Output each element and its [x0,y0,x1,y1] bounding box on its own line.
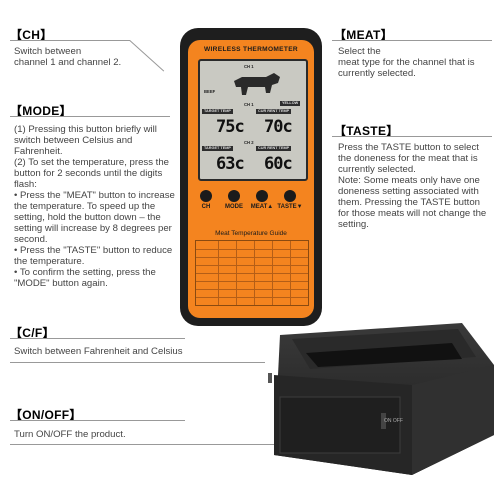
lcd-yellow: YELLOW [280,101,301,106]
thermometer-receiver: WIRELESS THERMOMETER CH 1 BEEF CH 1 YELL… [180,28,322,326]
ch-desc: Switch between channel 1 and channel 2. [14,46,121,68]
cf-leader [10,338,185,339]
ch-button[interactable] [200,190,212,202]
meat-title: 【MEAT】 [334,28,393,42]
cf-title: 【C/F】 [10,326,55,340]
onoff-desc-line: Turn ON/OFF the product. [14,429,126,440]
taste-desc-line: setting. [338,219,369,230]
lcd-ch2: CH 2 [244,140,254,145]
guide-col-line [218,241,219,305]
guide-title: Meat Temperature Guide [215,230,287,237]
lcd-target1: TARGET TEMP [202,109,233,114]
ch-leader [10,40,130,41]
onoff-desc: Turn ON/OFF the product. [14,429,126,440]
mode-desc-line: • Press the "TASTE" button to reduce [14,245,173,256]
onoff-leader [10,420,185,421]
taste-desc-line: Note: Some meats only have one [338,175,480,186]
lcd-current2: CUR RENT TEMP [256,146,292,151]
mode-desc-line: (1) Pressing this button briefly will [14,124,157,135]
mode-desc-line: the temperature. [14,256,85,267]
ch-title: 【CH】 [10,28,53,42]
cf-switch[interactable] [268,373,272,383]
ch-desc-line: Switch between [14,46,82,57]
ch-leader-diag [129,40,165,72]
lcd-screen: CH 1 BEEF CH 1 YELLOW TARGET TEMP CUR RE… [198,59,308,181]
guide-col-line [254,241,255,305]
ch-button-label: CH [201,204,211,210]
mode-leader [10,116,170,117]
meat-temperature-guide-table [195,240,309,306]
cow-icon [234,73,280,95]
mode-desc-line: Fahrenheit. [14,146,63,157]
taste-desc-line: them. Pressing the TASTE button [338,197,481,208]
transmitter-base-unit [268,323,494,475]
cf-leader-2 [10,362,265,363]
meat-leader [332,40,492,41]
taste-desc-line: the doneness for the meat that is [338,153,478,164]
guide-row-line [196,249,308,250]
meat-desc-line: Select the [338,46,381,57]
mode-desc-line: setting, hold the button down – the [14,212,161,223]
mode-desc: (1) Pressing this button briefly will sw… [14,124,182,289]
lcd-current1: CUR RENT TEMP [256,109,292,114]
meat-desc-line: meat type for the channel that is [338,57,475,68]
taste-desc-line: doneness setting associated with [338,186,479,197]
guide-row-line [196,257,308,258]
mode-desc-line: • To confirm the setting, press the [14,267,156,278]
taste-button[interactable] [284,190,296,202]
meat-button-label: MEAT▲ [250,204,274,210]
cf-desc: Switch between Fahrenheit and Celsius [14,346,183,357]
mode-desc-line: "MODE" button again. [14,278,108,289]
guide-col-line [236,241,237,305]
mode-desc-line: • Press the "MEAT" button to increase [14,190,175,201]
mode-desc-line: (2) To set the temperature, press the [14,157,169,168]
mode-desc-line: the temperature. To speed up the [14,201,156,212]
guide-row-line [196,281,308,282]
mode-desc-line: switch between Celsius and [14,135,133,146]
meat-desc: Select the meat type for the channel tha… [338,46,475,79]
base-side-label: ON OFF [384,418,403,424]
guide-row-line [196,297,308,298]
taste-desc-line: currently selected. [338,164,416,175]
lcd-current1-value: 70c [264,117,293,137]
lcd-target2: TARGET TEMP [202,146,233,151]
lcd-beef: BEEF [204,89,216,94]
taste-desc-line: Press the TASTE button to select [338,142,479,153]
lcd-ch-top: CH 1 [244,64,254,69]
meat-desc-line: currently selected. [338,68,416,79]
mode-desc-line: setting will increase by 8 degrees per [14,223,172,234]
guide-row-line [196,265,308,266]
taste-leader [332,136,492,137]
brand-label: WIRELESS THERMOMETER [204,46,298,53]
lcd-current2-value: 60c [264,154,293,174]
mode-desc-line: flash: [14,179,37,190]
on-off-switch[interactable] [381,413,386,429]
ch-desc-line: channel 1 and channel 2. [14,57,122,68]
taste-desc-line: for those meats will not change the [338,208,487,219]
lcd-target2-value: 63c [216,154,245,174]
lcd-target1-value: 75c [216,117,245,137]
onoff-leader-2 [10,444,390,445]
cf-desc-line: Switch between Fahrenheit and Celsius [14,346,183,357]
meat-button[interactable] [256,190,268,202]
taste-button-label: TASTE▼ [277,204,303,210]
receiver-face: WIRELESS THERMOMETER CH 1 BEEF CH 1 YELL… [188,40,314,318]
guide-col-line [290,241,291,305]
taste-desc: Press the TASTE button to select the don… [338,142,498,230]
lcd-ch1: CH 1 [244,102,254,107]
mode-desc-line: second. [14,234,48,245]
mode-button[interactable] [228,190,240,202]
onoff-title: 【ON/OFF】 [10,408,82,422]
guide-col-line [272,241,273,305]
guide-row-line [196,273,308,274]
taste-title: 【TASTE】 [334,124,399,138]
mode-desc-line: button for 2 seconds until the digits [14,168,163,179]
mode-button-label: MODE [225,204,243,210]
guide-row-line [196,289,308,290]
button-row: CH MODE MEAT▲ TASTE▼ [194,190,308,220]
mode-title: 【MODE】 [10,104,72,118]
